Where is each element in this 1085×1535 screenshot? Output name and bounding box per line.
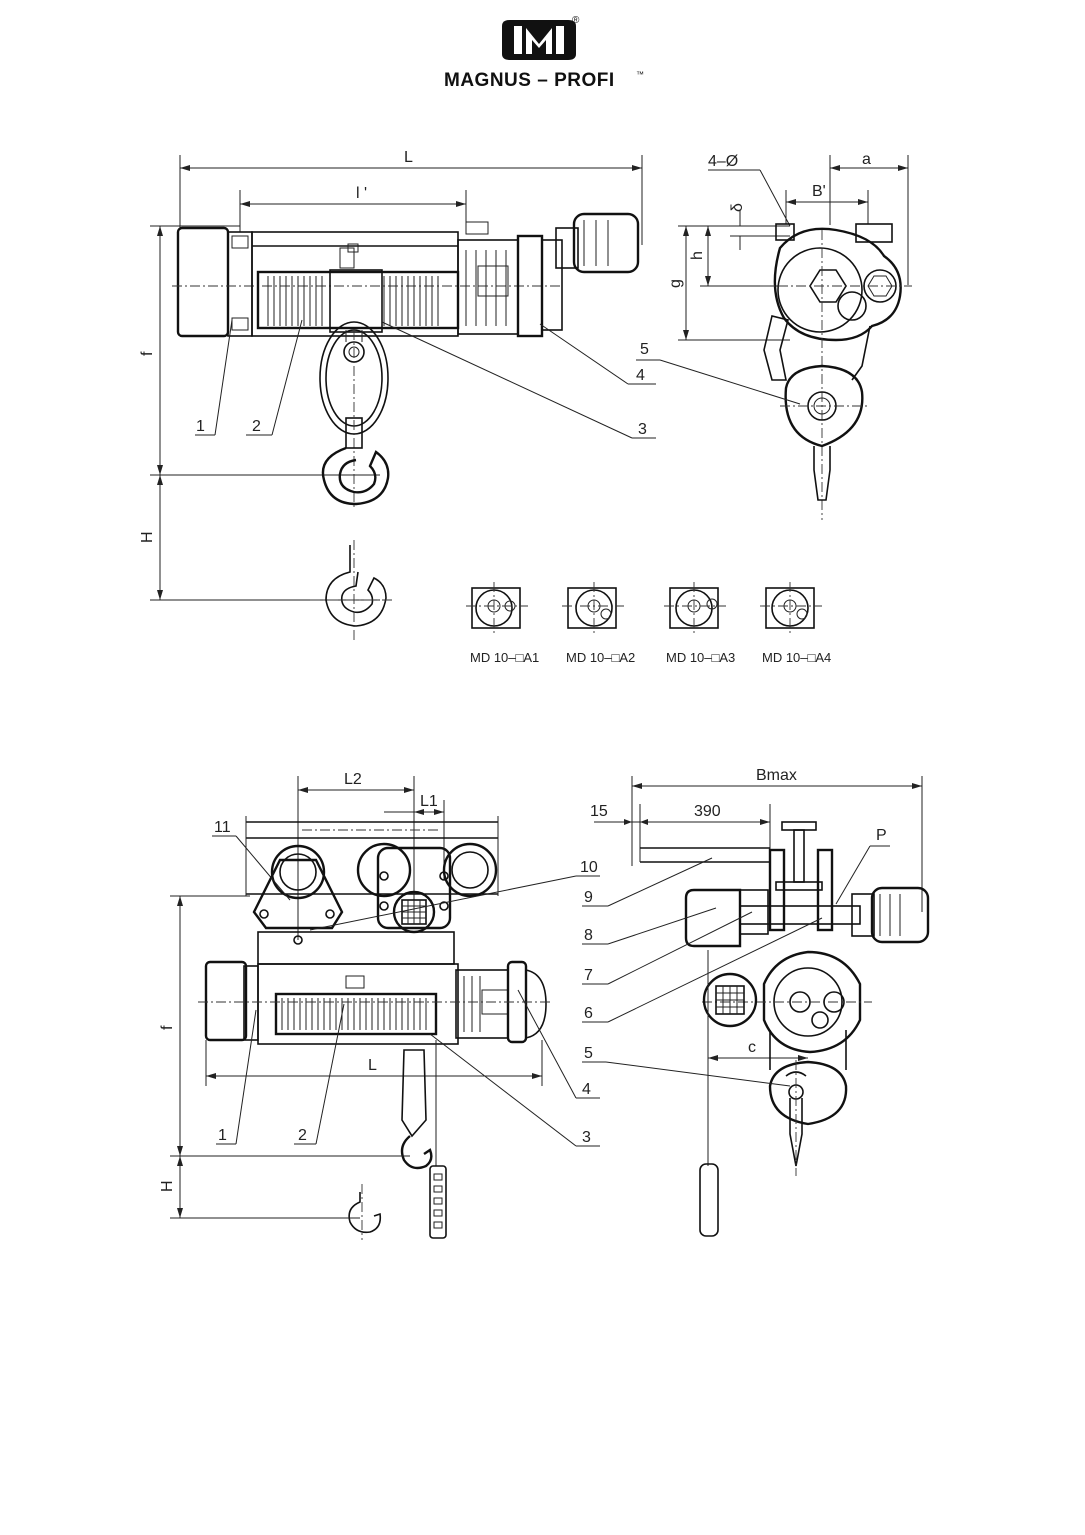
trademark-mark: ™ bbox=[636, 70, 644, 79]
callout-9: 9 bbox=[584, 889, 593, 906]
dim-B-prime: B' bbox=[812, 183, 826, 200]
dim-l-prime: l ' bbox=[356, 185, 367, 202]
top-side-view: a B' 4–Ø δ h g bbox=[636, 151, 912, 520]
callout-8: 8 bbox=[584, 927, 593, 944]
dim-L-bottom: L bbox=[368, 1057, 377, 1074]
brand-name: MAGNUS – PROFI bbox=[444, 70, 615, 91]
variant-label-a1: MD 10–□A1 bbox=[470, 650, 539, 665]
dim-f-bottom: f bbox=[159, 1025, 176, 1030]
dim-delta: δ bbox=[729, 203, 746, 212]
callout-10: 10 bbox=[580, 859, 598, 876]
variant-a1: MD 10–□A1 bbox=[466, 582, 539, 665]
dim-holes: 4–Ø bbox=[708, 153, 738, 170]
bottom-side-view: Bmax 15 390 bbox=[582, 767, 930, 1237]
bottom-front-view: L2 L1 f bbox=[159, 771, 600, 1240]
dim-H: H bbox=[139, 531, 156, 543]
callout-11: 11 bbox=[214, 819, 231, 836]
label-P: P bbox=[876, 827, 887, 844]
dim-H-bottom: H bbox=[159, 1180, 176, 1192]
variant-label-a2: MD 10–□A2 bbox=[566, 650, 635, 665]
dim-h: h bbox=[689, 251, 706, 260]
callout-2: 2 bbox=[252, 418, 261, 435]
bottom-drum-grooves bbox=[281, 998, 427, 1030]
variant-a4: MD 10–□A4 bbox=[760, 582, 831, 665]
logo-emblem-icon bbox=[502, 20, 576, 60]
variant-label-a4: MD 10–□A4 bbox=[762, 650, 831, 665]
callout-4-bottom: 4 bbox=[582, 1081, 591, 1098]
dim-g: g bbox=[667, 279, 684, 288]
callout-3: 3 bbox=[638, 421, 647, 438]
dim-L2: L2 bbox=[344, 771, 362, 788]
dim-L: L bbox=[404, 149, 413, 166]
callout-6: 6 bbox=[584, 1005, 593, 1022]
variant-label-a3: MD 10–□A3 bbox=[666, 650, 735, 665]
callout-4: 4 bbox=[636, 367, 645, 384]
dim-a: a bbox=[862, 151, 871, 168]
callout-3-bottom: 3 bbox=[582, 1129, 591, 1146]
registered-mark: ® bbox=[572, 15, 580, 26]
callout-1: 1 bbox=[196, 418, 205, 435]
callout-5-bottom: 5 bbox=[584, 1045, 593, 1062]
callout-5-top: 5 bbox=[640, 341, 649, 358]
rope-drum-grooves bbox=[267, 276, 439, 326]
dim-L1: L1 bbox=[420, 793, 438, 810]
top-front-view: L l ' f H bbox=[139, 149, 656, 640]
dim-f: f bbox=[139, 351, 156, 356]
dim-390: 390 bbox=[694, 803, 721, 820]
callout-2-bottom: 2 bbox=[298, 1127, 307, 1144]
dim-c: c bbox=[748, 1039, 756, 1056]
brand-logo bbox=[440, 14, 650, 94]
variant-a3: MD 10–□A3 bbox=[664, 582, 735, 665]
variant-a2: MD 10–□A2 bbox=[562, 582, 635, 665]
callout-7: 7 bbox=[584, 967, 593, 984]
dim-15: 15 bbox=[590, 803, 608, 820]
callout-1-bottom: 1 bbox=[218, 1127, 227, 1144]
dim-Bmax: Bmax bbox=[756, 767, 797, 784]
